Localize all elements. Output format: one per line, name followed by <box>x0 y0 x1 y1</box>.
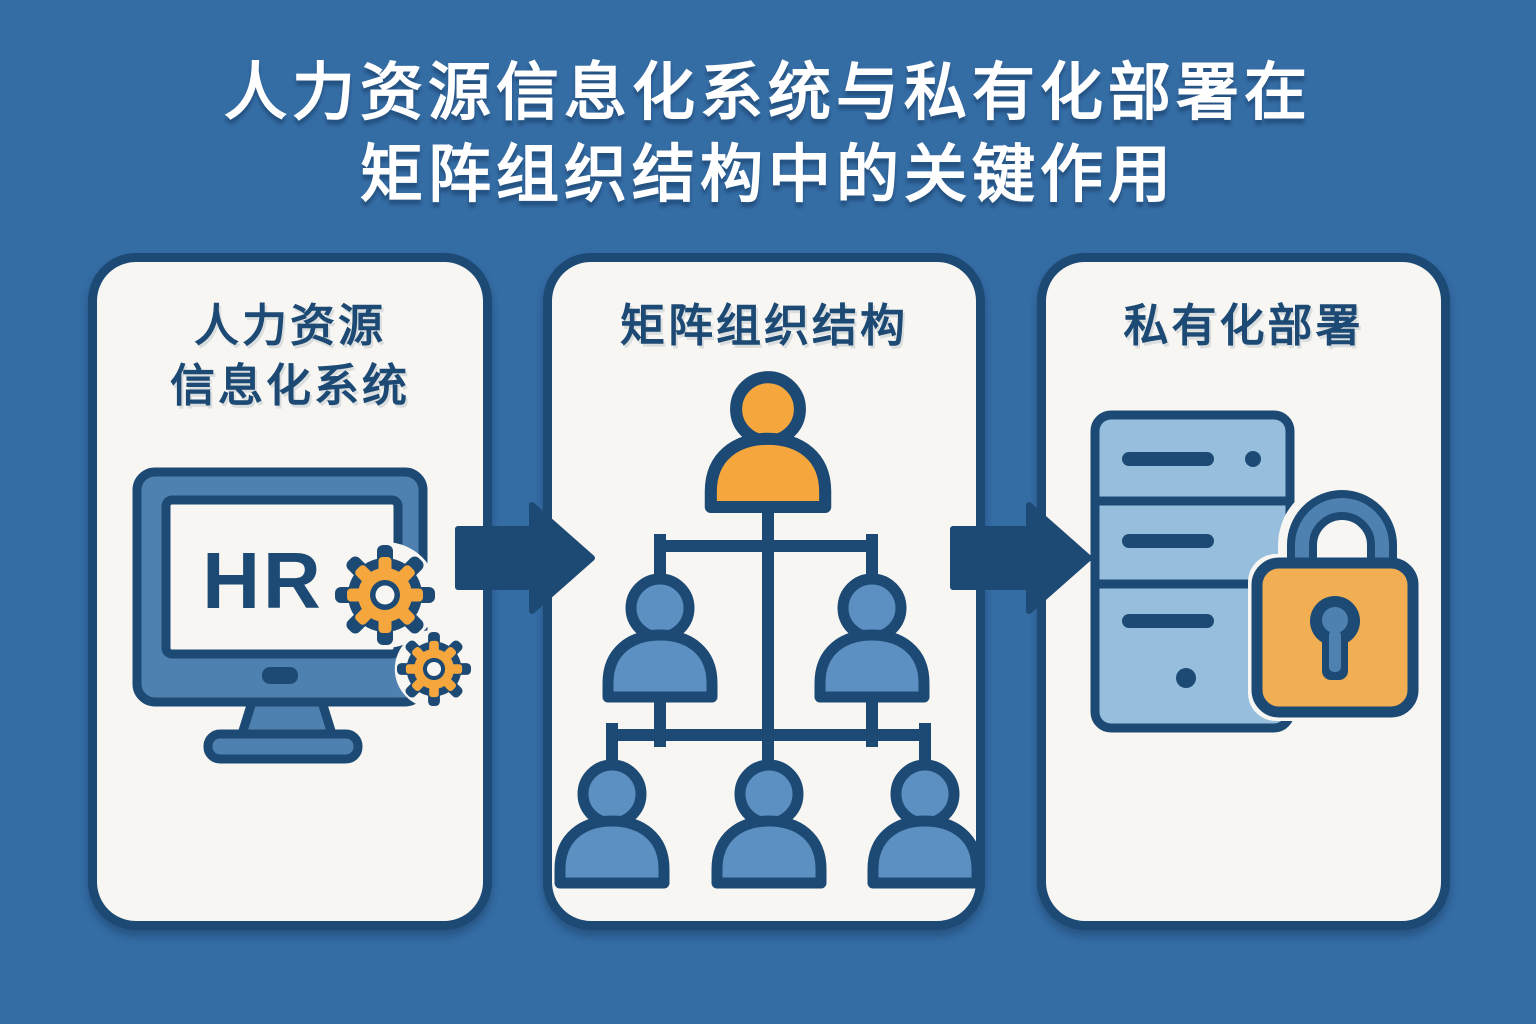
person-icon <box>717 765 821 883</box>
person-icon <box>873 765 977 883</box>
page-title-line2: 矩阵组织结构中的关键作用 <box>360 140 1176 210</box>
page-title-line1: 人力资源信息化系统与私有化部署在 <box>224 58 1312 128</box>
page-title: 人力资源信息化系统与私有化部署在 矩阵组织结构中的关键作用 <box>0 52 1536 216</box>
card-hr-title-line2: 信息化系统 <box>169 360 410 411</box>
hr-screen-text: HR <box>202 536 324 625</box>
person-icon <box>608 579 712 697</box>
hr-monitor-icon: HR <box>132 467 428 764</box>
card-matrix-title: 矩阵组织结构 <box>619 300 908 351</box>
person-icon <box>560 765 664 883</box>
padlock-icon <box>1248 481 1422 721</box>
card-hr-title-line1: 人力资源 <box>193 300 386 351</box>
arrow-right-icon <box>950 502 1092 614</box>
org-chart-icon <box>560 377 977 883</box>
gear-icon <box>394 629 474 709</box>
person-icon-leader <box>711 377 825 507</box>
card-deployment-title: 私有化部署 <box>1123 300 1364 351</box>
arrow-right-icon <box>455 502 595 614</box>
card-hr-title: 人力资源 信息化系统 <box>97 296 483 416</box>
person-icon <box>820 579 924 697</box>
